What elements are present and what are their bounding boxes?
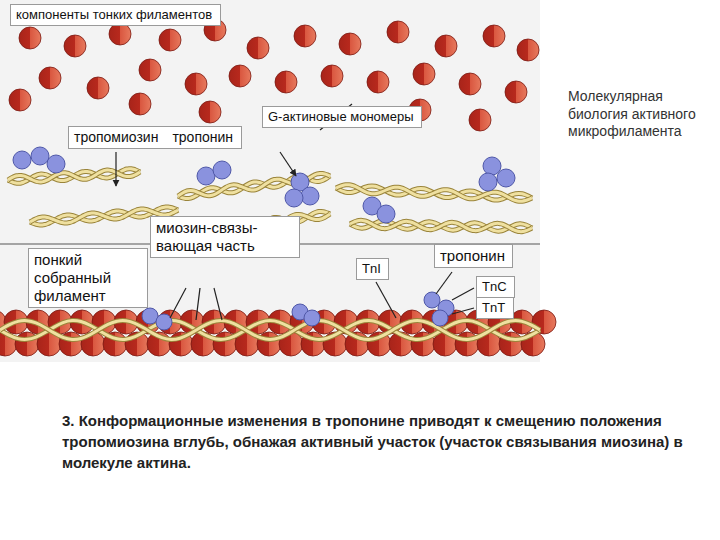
title-text: Молекулярная биология активного микрофил… (568, 88, 696, 139)
troponin-subunit (497, 169, 515, 187)
troponin-subunit (213, 161, 231, 179)
actin-monomer (139, 59, 161, 81)
actin-monomer (185, 73, 207, 95)
node-text: TnC (482, 279, 507, 294)
illustration-ground (0, 0, 540, 362)
troponin-subunit (13, 151, 31, 169)
actin-monomer (294, 25, 316, 47)
actin-monomer (339, 33, 361, 55)
actin-monomer (459, 73, 481, 95)
tropomyosin-strand (8, 170, 140, 182)
tropomyosin-outline (8, 169, 140, 184)
troponin-subunit (47, 155, 65, 173)
actin-monomer (39, 67, 61, 89)
label-box: тропонин (434, 244, 513, 268)
actin-monomer (275, 71, 297, 93)
actin-monomer (469, 109, 491, 131)
troponin-subunit (197, 167, 215, 185)
actin-monomer (367, 71, 389, 93)
label-box: TnC (476, 276, 515, 298)
node-text: компоненты тонких филаментов (16, 7, 212, 22)
actin-monomer (247, 37, 269, 59)
actin-monomer (64, 35, 86, 57)
actin-monomer (505, 81, 527, 103)
actin-monomer (517, 39, 539, 61)
tropomyosin-outline (336, 185, 532, 202)
tropomyosin-outline (350, 220, 532, 231)
actin-monomer (129, 93, 151, 115)
label-box: TnI (356, 258, 389, 280)
node-text: TnT (482, 300, 505, 315)
tropomyosin-strand (350, 221, 532, 231)
tropomyosin-outline (0, 321, 540, 340)
actin-monomers (9, 19, 539, 131)
troponin-complexes (13, 147, 515, 330)
tropomyosin-outline (8, 170, 140, 182)
actin-monomer (159, 29, 181, 51)
actin-monomer (9, 89, 31, 111)
assembled-filament (0, 310, 556, 356)
label-box: TnT (476, 297, 514, 319)
tropomyosin-strand (0, 321, 540, 340)
troponin-subunit (304, 310, 320, 326)
actin-monomer (109, 23, 131, 45)
caption-text: 3. Конформационные изменения в тропонине… (62, 412, 683, 471)
tropomyosin-outline (0, 321, 540, 340)
node-text: G-актиновые мономеры (268, 109, 414, 124)
troponin-subunit (479, 173, 497, 191)
troponin-subunit (285, 189, 303, 207)
tropomyosin-strand (350, 220, 532, 231)
title-block: Молекулярная биология активного микрофил… (568, 88, 716, 141)
actin-monomer (435, 35, 457, 57)
node-text: тропонин (440, 247, 505, 264)
actin-monomer (483, 25, 505, 47)
troponin-subunit (31, 147, 49, 165)
tropomyosin-strand (8, 169, 140, 184)
actin-monomer (199, 101, 221, 123)
actin-monomer (87, 77, 109, 99)
label-box: понкий собранный филамент (28, 248, 148, 308)
label-box: компоненты тонких филаментов (10, 4, 221, 26)
node-text: тропомиозин (74, 129, 158, 145)
troponin-subunit (301, 187, 319, 205)
troponin-subunit (156, 314, 172, 330)
node-text: TnI (362, 261, 381, 276)
tropomyosin-outline (350, 221, 532, 231)
actin-monomer (19, 27, 41, 49)
actin-monomer (413, 63, 435, 85)
label-box: миозин-связы- вающая часть (150, 216, 300, 258)
label-box: тропомиозин тропонин (68, 126, 242, 149)
tropomyosin-strand (336, 185, 532, 202)
node-text: миозин-связы- вающая часть (156, 219, 257, 254)
actin-monomer (387, 21, 409, 43)
troponin-subunit (377, 205, 395, 223)
label-box: G-актиновые мономеры (262, 106, 422, 128)
node-text: тропонин (172, 129, 233, 145)
node-text: понкий собранный филамент (34, 251, 111, 304)
tropomyosin-strand (0, 321, 540, 340)
troponin-subunit (483, 157, 501, 175)
troponin-subunit (424, 292, 440, 308)
actin-monomer (229, 65, 251, 87)
actin-monomer (321, 65, 343, 87)
troponin-subunit (432, 310, 448, 326)
caption-block: 3. Конформационные изменения в тропонине… (62, 410, 692, 473)
